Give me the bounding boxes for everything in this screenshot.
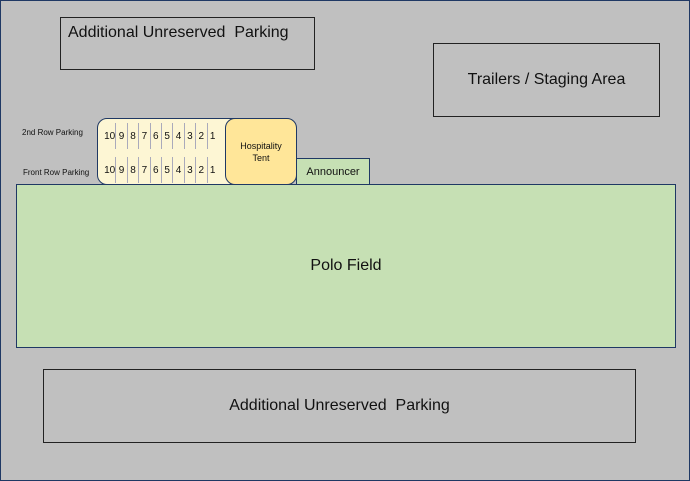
front-row-stall: 5 <box>160 157 172 183</box>
polo-field-label: Polo Field <box>310 257 382 274</box>
front-row-stall: 6 <box>149 157 161 183</box>
front-row-stall: 1 <box>206 157 218 183</box>
additional-parking-bottom: Additional Unreserved Parking <box>43 369 636 443</box>
front-row-stall: 3 <box>183 157 195 183</box>
announcer-booth: Announcer <box>296 158 370 185</box>
hospitality-tent-label-line2: Tent <box>252 152 270 163</box>
second-row-stall: 1 <box>206 123 218 149</box>
second-row-stall: 7 <box>138 123 149 149</box>
second-row-stall: 2 <box>195 123 206 149</box>
front-row-label: Front Row Parking <box>23 168 90 177</box>
additional-parking-top-label: Additional Unreserved Parking <box>68 24 289 41</box>
polo-field: Polo Field <box>16 184 676 348</box>
second-row-stall: 6 <box>149 123 161 149</box>
front-row-stall: 4 <box>172 157 183 183</box>
additional-parking-top: Additional Unreserved Parking <box>60 17 315 70</box>
trailers-staging-label: Trailers / Staging Area <box>467 71 626 88</box>
front-row-stall: 7 <box>138 157 149 183</box>
front-row-stall: 10 <box>104 164 116 176</box>
second-row-label: 2nd Row Parking <box>22 128 83 137</box>
hospitality-tent-label-line1: Hospitality <box>240 140 282 151</box>
front-row-stall: 9 <box>115 157 126 183</box>
second-row-stall: 9 <box>115 123 126 149</box>
hospitality-tent: Hospitality Tent <box>225 118 297 185</box>
trailers-staging-area: Trailers / Staging Area <box>433 43 660 117</box>
announcer-label: Announcer <box>306 165 360 178</box>
second-row-stall: 10 <box>104 130 116 142</box>
second-row-stall: 5 <box>160 123 172 149</box>
front-row-stall: 2 <box>195 157 206 183</box>
second-row-stall: 3 <box>183 123 195 149</box>
front-row-stall: 8 <box>126 157 138 183</box>
additional-parking-bottom-label: Additional Unreserved Parking <box>229 397 450 414</box>
second-row-stall: 4 <box>172 123 183 149</box>
second-row-stall: 8 <box>126 123 138 149</box>
